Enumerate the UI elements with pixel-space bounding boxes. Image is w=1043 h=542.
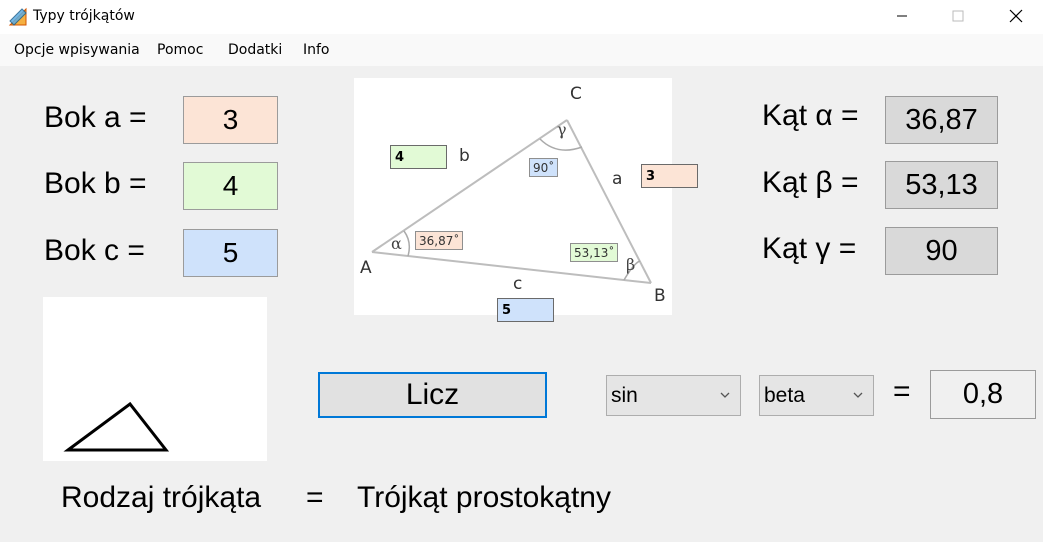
triangle-preview-shape: [63, 401, 170, 452]
triangle-preview: [43, 297, 267, 461]
menu-info[interactable]: Info: [303, 42, 330, 58]
diagram-side-a-input[interactable]: 3: [641, 164, 698, 188]
menu-bar: Opcje wpisywania Pomoc Dodatki Info: [0, 34, 1043, 66]
side-a-label: Bok a =: [44, 101, 147, 134]
triangle-diagram: C A B b a c γ α β 90˚ 36,87˚ 53,13˚: [354, 78, 672, 315]
trig-angle-value: beta: [764, 383, 805, 407]
triangle-type-equals: =: [306, 481, 324, 514]
close-icon: [1009, 9, 1023, 23]
window-title: Typy trójkątów: [33, 8, 135, 24]
maximize-icon: [952, 10, 964, 22]
close-button[interactable]: [993, 0, 1039, 32]
side-b-letter: b: [459, 146, 470, 166]
vertex-c-label: C: [570, 84, 582, 104]
alpha-symbol: α: [391, 234, 402, 253]
beta-symbol: β: [626, 255, 636, 274]
diagram-side-b-input[interactable]: 4: [390, 145, 447, 169]
chevron-down-icon: [853, 392, 863, 398]
trig-equals-sign: =: [893, 375, 911, 408]
trig-angle-select[interactable]: beta: [759, 375, 874, 416]
side-a-input[interactable]: 3: [183, 96, 278, 144]
angle-alpha-label: Kąt α =: [762, 99, 859, 132]
side-c-letter: c: [513, 274, 523, 294]
angle-alpha-output: 36,87: [885, 96, 998, 144]
diagram-alpha-value: 36,87˚: [415, 231, 464, 250]
angle-gamma-label: Kąt γ =: [762, 232, 857, 265]
calculate-button[interactable]: Licz: [318, 372, 547, 418]
triangle-diagram-lines: [371, 119, 652, 284]
triangle-type-label: Rodzaj trójkąta: [61, 481, 262, 514]
vertex-a-label: A: [360, 258, 372, 278]
angle-beta-output: 53,13: [885, 161, 998, 209]
triangle-ruler-icon: [8, 7, 27, 26]
diagram-beta-value: 53,13˚: [570, 243, 619, 262]
side-c-input[interactable]: 5: [183, 229, 278, 277]
side-b-input[interactable]: 4: [183, 162, 278, 210]
trig-function-select[interactable]: sin: [606, 375, 741, 416]
title-bar: Typy trójkątów: [0, 0, 1043, 34]
angle-beta-label: Kąt β =: [762, 166, 859, 199]
side-a-letter: a: [612, 169, 623, 189]
menu-dodatki[interactable]: Dodatki: [228, 42, 283, 58]
menu-opcje-wpisywania[interactable]: Opcje wpisywania: [14, 42, 140, 58]
gamma-symbol: γ: [557, 120, 567, 139]
side-c-label: Bok c =: [44, 234, 145, 267]
vertex-b-label: B: [654, 286, 666, 306]
triangle-type-value: Trójkąt prostokątny: [357, 481, 611, 514]
chevron-down-icon: [720, 392, 730, 398]
angle-gamma-output: 90: [885, 227, 998, 275]
minimize-button[interactable]: [879, 0, 925, 32]
diagram-gamma-value: 90˚: [529, 158, 559, 177]
side-b-label: Bok b =: [44, 167, 147, 200]
maximize-button[interactable]: [935, 0, 981, 32]
diagram-side-c-input[interactable]: 5: [497, 298, 554, 322]
trig-result-output: 0,8: [930, 370, 1036, 419]
menu-pomoc[interactable]: Pomoc: [157, 42, 204, 58]
trig-function-value: sin: [611, 383, 638, 407]
minimize-icon: [897, 15, 907, 17]
